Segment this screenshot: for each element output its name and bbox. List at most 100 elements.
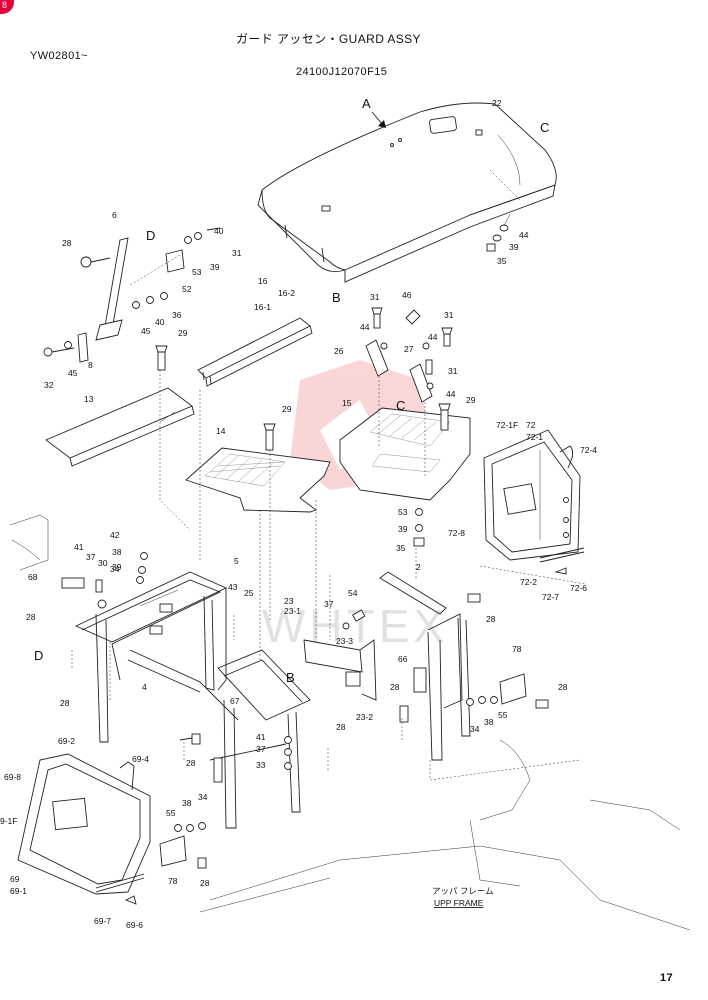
label-2: 2 — [416, 562, 421, 572]
label-34-left: 34 — [110, 564, 120, 574]
part-labels: A C B D C D B 22 44 39 35 6 28 40 31 53 … — [0, 96, 597, 930]
label-14: 14 — [216, 426, 226, 436]
label-72-4: 72-4 — [580, 445, 597, 455]
label-68: 68 — [28, 572, 38, 582]
view-arrow-a — [371, 111, 383, 125]
hood-latches — [365, 307, 453, 547]
grille-plate-14 — [185, 423, 331, 513]
left-background-frame — [9, 514, 49, 571]
bracket-23 — [303, 609, 377, 701]
label-69-1: 69-1 — [10, 886, 27, 896]
label-28-67: 28 — [186, 758, 196, 768]
hood-fasteners — [486, 213, 511, 252]
label-16-2: 16-2 — [278, 288, 295, 298]
label-55-right: 55 — [498, 710, 508, 720]
label-43: 43 — [228, 582, 238, 592]
label-72-2: 72-2 — [520, 577, 537, 587]
label-41-left: 41 — [74, 542, 84, 552]
label-37-left: 37 — [86, 552, 96, 562]
label-36: 36 — [172, 310, 182, 320]
label-32: 32 — [44, 380, 54, 390]
label-28-stay: 28 — [62, 238, 72, 248]
label-53-stay: 53 — [192, 267, 202, 277]
label-69-6: 69-6 — [126, 920, 143, 930]
label-23-2: 23-2 — [356, 712, 373, 722]
label-31-latch-b: 31 — [444, 310, 454, 320]
label-28-78: 28 — [558, 682, 568, 692]
hood-cover — [257, 102, 557, 283]
label-5: 5 — [234, 556, 239, 566]
label-37-mid: 37 — [256, 744, 266, 754]
label-22: 22 — [492, 98, 502, 108]
label-35-plate: 35 — [396, 543, 406, 553]
label-4: 4 — [142, 682, 147, 692]
leader-lines — [71, 370, 417, 770]
label-69-7: 69-7 — [94, 916, 111, 926]
label-28-mid: 28 — [336, 722, 346, 732]
label-15: 15 — [342, 398, 352, 408]
label-72-1f: 72-1F — [496, 420, 518, 430]
frame-label-en: UPP FRAME — [434, 898, 484, 908]
label-39-plate: 39 — [398, 524, 408, 534]
right-frame-66 — [379, 571, 581, 781]
label-35-hood: 35 — [497, 256, 507, 266]
label-39-hood: 39 — [509, 242, 519, 252]
label-29-plate14: 29 — [282, 404, 292, 414]
label-44-hood: 44 — [519, 230, 529, 240]
upper-frame-background — [199, 739, 691, 931]
label-34-right: 34 — [470, 724, 480, 734]
view-label-c-latch: C — [396, 398, 405, 413]
label-28-right: 28 — [486, 614, 496, 624]
label-8: 8 — [88, 360, 93, 370]
view-label-b-frame: B — [286, 670, 295, 685]
label-44-latch-b: 44 — [428, 332, 438, 342]
cover-16 — [197, 317, 313, 387]
label-45-stay: 45 — [141, 326, 151, 336]
label-40-top: 40 — [214, 226, 224, 236]
label-69: 69 — [10, 874, 20, 884]
label-72: 72 — [526, 420, 536, 430]
label-69-4: 69-4 — [132, 754, 149, 764]
label-39-stay: 39 — [210, 262, 220, 272]
label-44-latch-c: 44 — [446, 389, 456, 399]
label-28-rframe: 28 — [390, 682, 400, 692]
label-69-2: 69-2 — [58, 736, 75, 746]
assembly-part-number: 24100J12070F15 — [296, 66, 388, 78]
grille-plate-15 — [339, 403, 471, 501]
label-25: 25 — [244, 588, 254, 598]
label-28-frame: 28 — [60, 698, 70, 708]
label-31-latch-c: 31 — [448, 366, 458, 376]
label-33: 33 — [256, 760, 266, 770]
view-label-d-stay: D — [146, 228, 155, 243]
label-38-left: 38 — [112, 547, 122, 557]
label-28-lower: 28 — [200, 878, 210, 888]
label-72-8: 72-8 — [448, 528, 465, 538]
view-label-c-hood: C — [540, 120, 549, 135]
label-41-mid: 41 — [256, 732, 266, 742]
label-42: 42 — [110, 530, 120, 540]
label-38-right: 38 — [484, 717, 494, 727]
serial-range: YW02801~ — [30, 50, 88, 62]
label-55-left: 55 — [166, 808, 176, 818]
label-72-7: 72-7 — [542, 592, 559, 602]
label-53-plate: 53 — [398, 507, 408, 517]
view-label-b-hood: B — [332, 290, 341, 305]
label-69-1f: 9-1F — [0, 816, 17, 826]
label-45-left: 45 — [68, 368, 78, 378]
view-label-a: A — [362, 96, 371, 111]
label-54: 54 — [348, 588, 358, 598]
label-23-3: 23-3 — [336, 636, 353, 646]
label-23: 23 — [284, 596, 294, 606]
label-31-latch-a: 31 — [370, 292, 380, 302]
label-72-1: 72-1 — [526, 432, 543, 442]
label-34-lower: 34 — [198, 792, 208, 802]
label-6: 6 — [112, 210, 117, 220]
view-arrow-a-head — [378, 120, 386, 128]
label-46: 46 — [402, 290, 412, 300]
main-frame-5 — [61, 552, 239, 743]
label-29-plate15: 29 — [466, 395, 476, 405]
label-26: 26 — [334, 346, 344, 356]
label-44-latch-a: 44 — [360, 322, 370, 332]
label-13: 13 — [84, 394, 94, 404]
